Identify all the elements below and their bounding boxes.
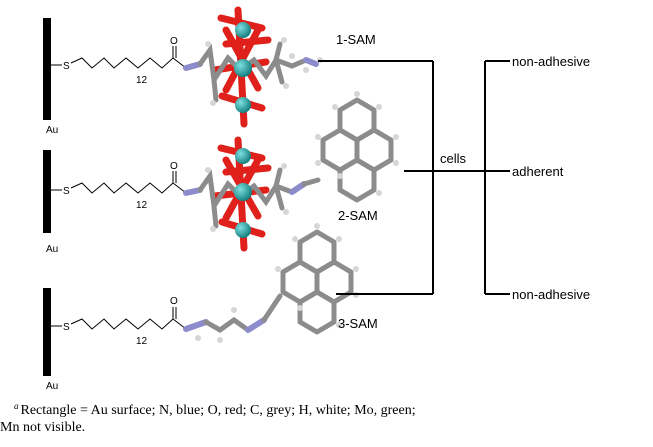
chain-repeat-3: 12	[136, 336, 148, 347]
alkyl-chain-1	[70, 57, 187, 69]
sam-2-molecule: Au S 12 O	[43, 91, 399, 255]
oxygen-label-2: O	[170, 161, 178, 172]
oxygen-label-1: O	[170, 36, 178, 47]
caption-marker: a	[14, 401, 19, 411]
gold-surface-1	[43, 18, 51, 120]
sulfur-label-1: S	[63, 61, 70, 72]
caption-line-1: Rectangle = Au surface; N, blue; O, red;…	[20, 403, 416, 418]
sulfur-label-3: S	[63, 322, 70, 333]
gold-surface-2	[43, 150, 51, 233]
alkyl-chain-2	[70, 182, 187, 194]
outcome-label-2: adherent	[512, 164, 564, 179]
sam-1-label: 1-SAM	[336, 32, 376, 47]
sam-3-label: 3-SAM	[338, 316, 378, 331]
sam-3-molecule: Au S 12 O 3-SAM	[43, 223, 378, 392]
au-label-1: Au	[46, 125, 58, 136]
polyoxometalate-cluster-1	[197, 6, 323, 128]
connector-lines	[318, 60, 510, 295]
outcome-label-3: non-adhesive	[512, 287, 590, 302]
pyrene-3	[275, 223, 359, 332]
cells-label: cells	[440, 151, 467, 166]
chain-repeat-2: 12	[136, 200, 148, 211]
gold-surface-3	[43, 288, 51, 376]
linker-3	[183, 293, 283, 343]
sam-2-label: 2-SAM	[338, 208, 378, 223]
chain-repeat-1: 12	[136, 75, 148, 86]
au-label-2: Au	[46, 244, 58, 255]
outcome-label-1: non-adhesive	[512, 54, 590, 69]
polyoxometalate-cluster-2	[197, 136, 321, 252]
oxygen-label-3: O	[170, 296, 178, 307]
sam-1-molecule: Au S 12 O	[43, 6, 376, 136]
au-label-3: Au	[46, 381, 58, 392]
caption-line-2: Mn not visible.	[0, 420, 86, 435]
alkyl-chain-3	[70, 318, 187, 330]
diagram: Au S 12 O	[43, 6, 590, 392]
pyrene-2	[315, 91, 399, 200]
sulfur-label-2: S	[63, 186, 70, 197]
